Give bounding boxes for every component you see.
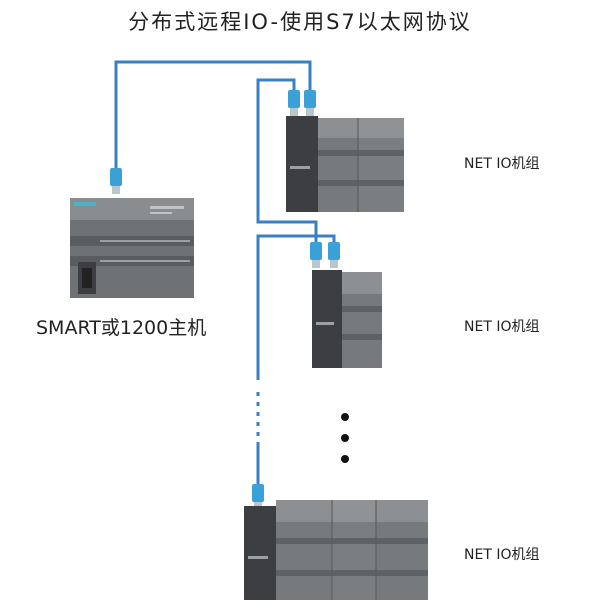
rj45-connector-icon [310, 242, 322, 268]
cable-host-to-station1 [114, 60, 312, 170]
diagram-title: 分布式远程IO-使用S7以太网协议 [128, 10, 472, 34]
ethernet-cables [114, 60, 336, 486]
plc-module-icon [312, 270, 382, 368]
cable-continuation-dots [256, 392, 260, 436]
ellipsis-dots-icon [341, 413, 349, 463]
cable-station2-to-station3 [256, 234, 336, 380]
plc-module-icon [244, 500, 428, 600]
cable-station1-to-station2 [256, 78, 318, 244]
station3-label: NET IO机组 [464, 547, 540, 563]
rj45-connector-icon [328, 242, 340, 268]
station1-label: NET IO机组 [464, 156, 540, 172]
plc-cpu-icon [70, 198, 194, 298]
station2-label: NET IO机组 [464, 319, 540, 335]
host-label: SMART或1200主机 [36, 317, 207, 339]
rj45-connector-icon [110, 168, 122, 194]
rj45-connector-icon [304, 90, 316, 116]
plc-module-icon [286, 116, 404, 212]
rj45-connector-icon [288, 90, 300, 116]
